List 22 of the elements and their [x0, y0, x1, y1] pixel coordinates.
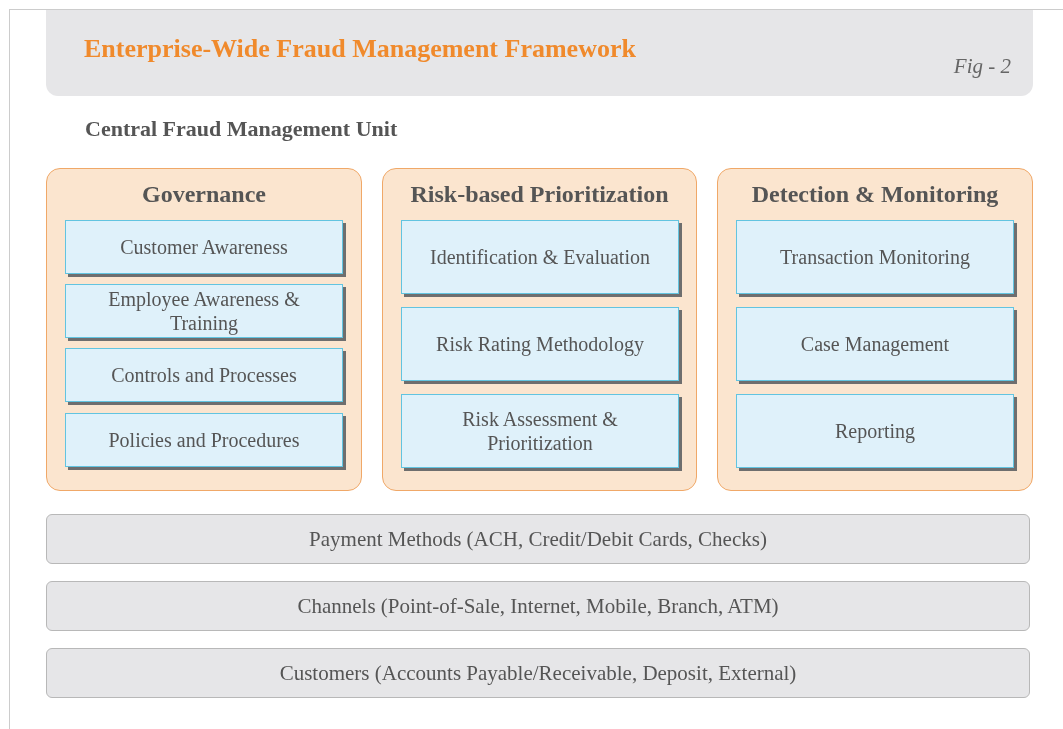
process-box: Reporting — [736, 394, 1014, 468]
process-box: Customer Awareness — [65, 220, 343, 274]
layer-bar: Channels (Point-of-Sale, Internet, Mobile, Branch, ATM) — [46, 581, 1030, 631]
section-heading: Central Fraud Management Unit — [85, 116, 398, 142]
process-box: Transaction Monitoring — [736, 220, 1014, 294]
panel-title: Governance — [141, 181, 267, 208]
process-box: Risk Assessment & Prioritization — [401, 394, 679, 468]
process-box: Identification & Evaluation — [401, 220, 679, 294]
title: Enterprise-Wide Fraud Management Framework — [84, 34, 636, 64]
group-panel — [46, 168, 362, 491]
panel-title: Detection & Monitoring — [750, 181, 1000, 208]
layer-bar: Customers (Accounts Payable/Receivable, Deposit, External) — [46, 648, 1030, 698]
process-box: Employee Awareness & Training — [65, 284, 343, 338]
panel-title: Risk-based Prioritization — [409, 181, 670, 208]
layer-bar: Payment Methods (ACH, Credit/Debit Cards, Checks) — [46, 514, 1030, 564]
group-panel — [382, 168, 697, 491]
process-box: Policies and Procedures — [65, 413, 343, 467]
process-box: Controls and Processes — [65, 348, 343, 402]
group-panel — [717, 168, 1033, 491]
figure-label: Fig - 2 — [953, 54, 1011, 79]
process-box: Risk Rating Methodology — [401, 307, 679, 381]
process-box: Case Management — [736, 307, 1014, 381]
